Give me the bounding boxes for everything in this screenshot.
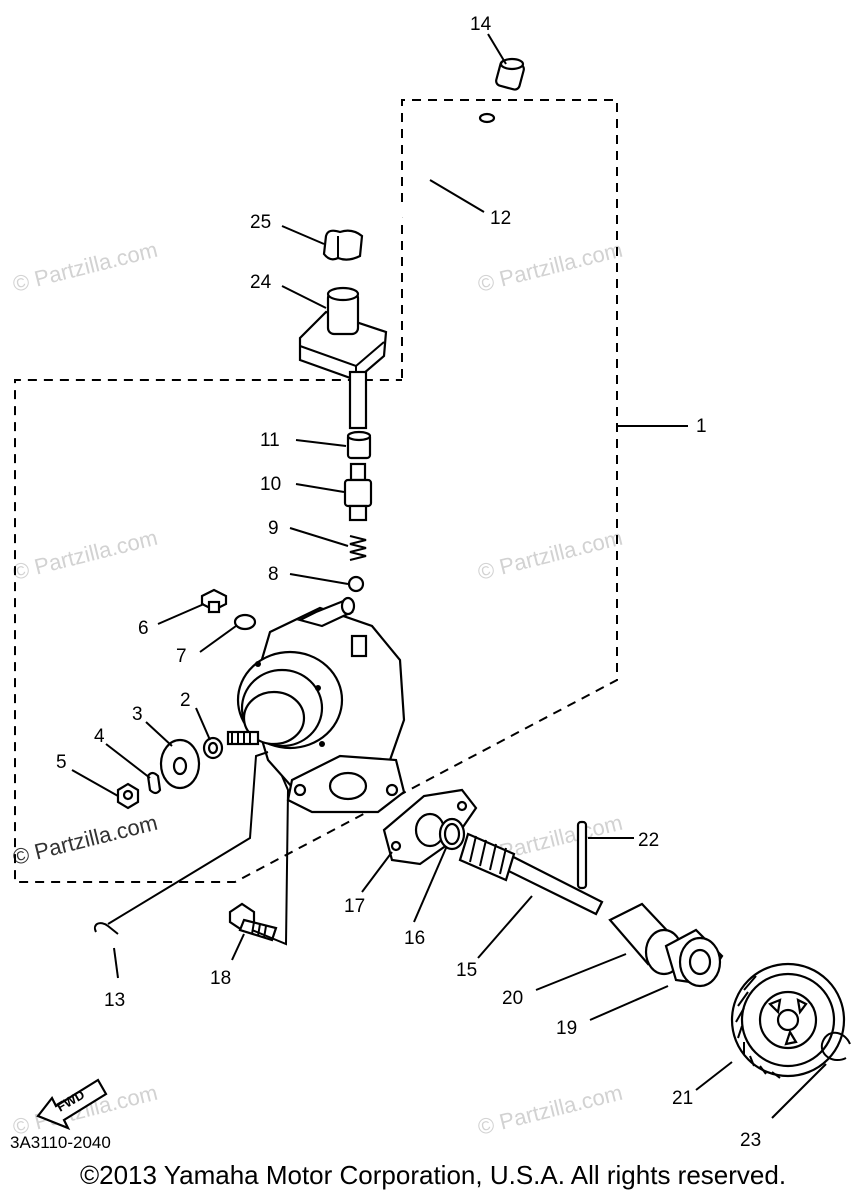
callout-12: 12 <box>490 208 511 229</box>
watermark: © Partzilla.com <box>475 237 625 297</box>
part-17-gasket <box>382 788 478 866</box>
callout-19: 19 <box>556 1018 577 1039</box>
watermark: © Partzilla.com <box>10 810 160 870</box>
watermark: © Partzilla.com <box>475 525 625 585</box>
callout-17: 17 <box>344 896 365 917</box>
fwd-arrow: FWD <box>36 1078 108 1131</box>
callout-25: 25 <box>250 212 271 233</box>
part-16-oring <box>438 817 466 851</box>
part-11-sleeve <box>346 430 372 460</box>
callout-7: 7 <box>176 646 187 667</box>
part-24-damper <box>298 286 388 382</box>
part-22-pin <box>576 820 588 890</box>
callout-24: 24 <box>250 272 272 293</box>
callout-23: 23 <box>740 1130 761 1151</box>
callout-21: 21 <box>672 1088 693 1109</box>
part-15-shaft <box>458 832 604 916</box>
callout-6: 6 <box>138 618 149 639</box>
watermark: © Partzilla.com <box>475 1080 625 1140</box>
part-9-spring <box>349 535 367 561</box>
callout-13: 13 <box>104 990 125 1011</box>
callout-1: 1 <box>696 416 707 437</box>
part-19-bearing <box>664 928 724 988</box>
part-18-bolt <box>228 902 278 942</box>
part-12-pipe <box>353 112 496 321</box>
callout-15: 15 <box>456 960 477 981</box>
part-4-lockwasher <box>146 771 162 795</box>
callout-22: 22 <box>638 830 659 851</box>
part-5-nut <box>116 782 140 810</box>
oil-pump-body <box>226 596 406 814</box>
callout-8: 8 <box>268 564 279 585</box>
callout-20: 20 <box>502 988 523 1009</box>
hose <box>348 370 368 430</box>
callout-9: 9 <box>268 518 279 539</box>
callout-4: 4 <box>94 726 105 747</box>
callout-16: 16 <box>404 928 425 949</box>
diagram-code: 3A3110-2040 <box>10 1133 111 1152</box>
callout-18: 18 <box>210 968 231 989</box>
part-6-bolt <box>200 588 228 614</box>
leader-lines <box>71 33 827 1119</box>
copyright-footer: ©2013 Yamaha Motor Corporation, U.S.A. A… <box>79 1160 787 1190</box>
callout-14: 14 <box>470 14 492 35</box>
callout-11: 11 <box>260 430 280 451</box>
part-23-circlip <box>820 1031 851 1062</box>
watermark: © Partzilla.com <box>10 237 160 297</box>
watermark: © Partzilla.com <box>10 525 160 585</box>
part-21-gear <box>730 962 846 1079</box>
part-7-washer <box>233 613 257 631</box>
callout-labels: 14 12 25 24 1 11 10 9 8 6 7 2 3 4 5 22 1… <box>56 14 761 1151</box>
callout-5: 5 <box>56 752 67 773</box>
part-8-ball <box>347 575 365 593</box>
part-14-cap <box>495 57 525 91</box>
callout-3: 3 <box>132 704 143 725</box>
callout-10: 10 <box>260 474 281 495</box>
part-10-fitting <box>343 462 373 522</box>
part-3-plate <box>159 738 201 790</box>
callout-2: 2 <box>180 690 191 711</box>
part-2-washer <box>202 736 224 760</box>
part-25-clamp <box>322 229 364 261</box>
part-13-clip <box>94 922 119 935</box>
